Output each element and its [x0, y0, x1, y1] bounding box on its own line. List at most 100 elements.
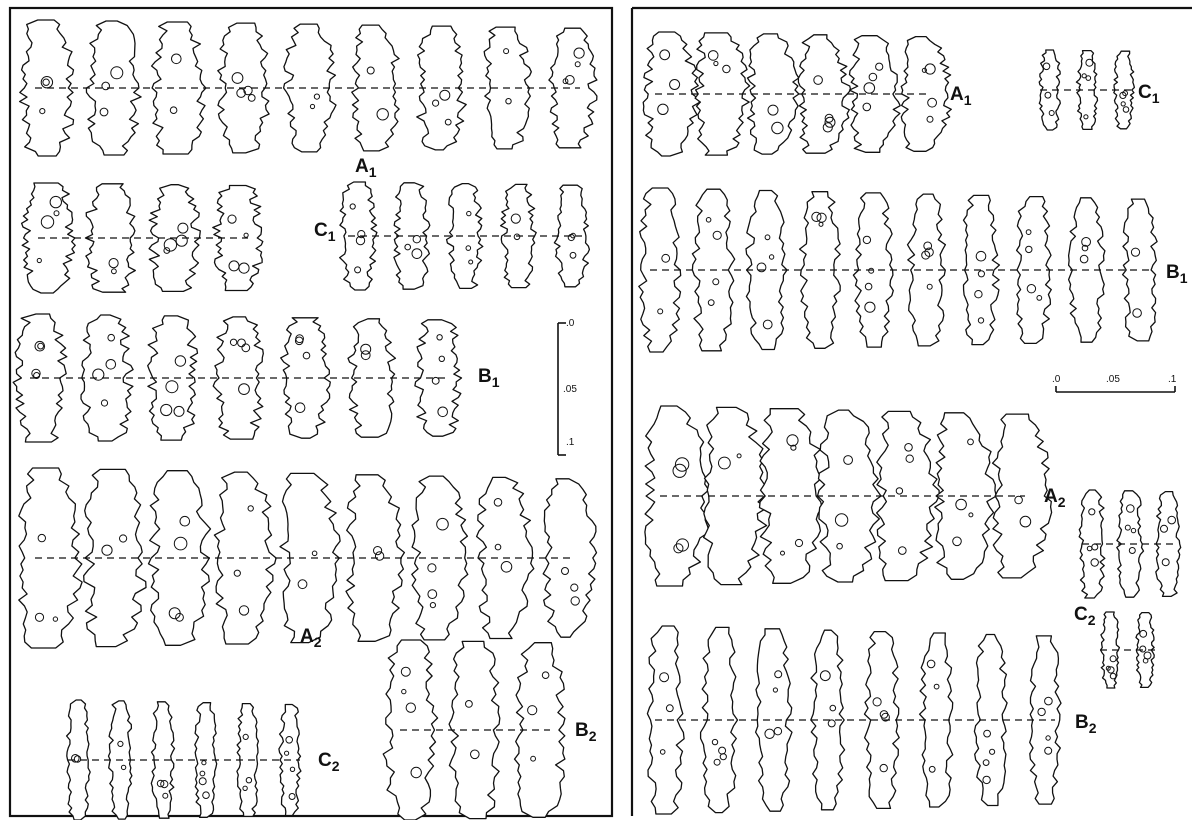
left-a1-row-sclerite-6-wart — [376, 108, 389, 121]
right-a2-row-sclerite-3-wart — [786, 434, 799, 447]
right-c1-row-sclerite-2-wart — [1083, 114, 1089, 120]
right-a1-row-sclerite-2-wart — [707, 50, 719, 61]
left-a2-row-sclerite-5-wart — [297, 579, 308, 590]
left-a2-row-sclerite-4-wart — [247, 505, 254, 512]
left-c2-row-sclerite-1-wart — [71, 754, 80, 763]
left-c1-row-sclerite-5-wart — [569, 251, 577, 259]
right-c2-row-sclerite-2-wart — [1124, 524, 1131, 531]
right-a2-row-sclerite-4 — [816, 409, 882, 583]
left-b1-row-sclerite-1-wart — [34, 340, 46, 352]
right-a1-row-sclerite-1-wart — [669, 79, 681, 90]
right-a1-row-sclerite-2-wart — [713, 60, 719, 67]
right-b2-row-sclerite-6-wart — [928, 765, 936, 773]
left-c2-row-sclerite-6-wart — [288, 793, 296, 800]
right-b2-row-sclerite-6-wart — [926, 659, 936, 669]
left-scale-tick-label-2: .1 — [566, 437, 575, 448]
right-b1-row-sclerite-5-wart — [868, 267, 875, 274]
right-a2-row-sclerite-4-wart — [834, 513, 849, 527]
right-a1-row-sclerite-6-wart — [921, 67, 928, 73]
left-a1-continued-row-sclerite-4-wart — [243, 232, 249, 238]
right-a2-row-sclerite-3-wart — [794, 538, 804, 548]
left-b1-row-sclerite-5-wart — [302, 351, 311, 360]
right-a1-row-sclerite-4-wart — [822, 122, 833, 133]
right-b1-row-sclerite-8-wart — [1026, 284, 1037, 294]
left-c2-row-sclerite-3-wart — [160, 780, 169, 789]
right-scale-tick-label-2: .1 — [1168, 374, 1177, 385]
left-a1-row-sclerite-8-wart — [505, 98, 512, 105]
right-b2-row-sclerite-7-wart — [989, 748, 996, 755]
right-c2-lower-row-sclerite-1 — [1099, 611, 1121, 689]
right-c2-row-sclerite-2-wart — [1126, 504, 1135, 513]
left-a2-row-sclerite-7-wart — [429, 602, 436, 609]
left-c2-row-sclerite-5-wart — [245, 777, 253, 784]
left-c2-row-sclerite-2-wart — [120, 764, 127, 771]
right-b1-row-sclerite-1-wart — [657, 308, 664, 315]
right-b2-row-sclerite-3-wart — [764, 728, 775, 739]
left-c1-row-sclerite-2-wart — [411, 248, 423, 260]
right-b1-row-sclerite-3-wart — [764, 234, 771, 241]
left-b1-row-sclerite-3-wart — [173, 405, 185, 417]
right-a1-row-sclerite-5-wart — [862, 102, 872, 112]
right-a2-row-sclerite-2-wart — [718, 456, 731, 470]
left-a1-row-sclerite-5-wart — [313, 93, 320, 100]
left-a1-row-sclerite-2-wart — [99, 107, 109, 117]
left-a2-row-sclerite-4-wart — [238, 605, 250, 616]
right-scale-bar: .0 .05 .1 — [1052, 374, 1177, 393]
left-a2-row-sclerite-8-wart — [493, 498, 503, 507]
right-b1-row-sclerite-8-wart — [1025, 229, 1032, 236]
left-b1-row-sclerite-3-wart — [160, 403, 173, 417]
left-a2-row-sclerite-3-wart — [175, 612, 184, 622]
right-a2-row-sclerite-6-wart — [955, 498, 967, 511]
left-a2-row-sclerite-1-wart — [52, 616, 59, 622]
left-c2-row-sclerite-5-wart — [242, 733, 249, 741]
right-b1-row-sclerite-6-wart — [926, 283, 933, 290]
left-a1-continued-row-sclerite-3-wart — [163, 247, 171, 254]
left-b2-row-sclerite-2-wart — [470, 749, 480, 760]
left-panel-frame — [8, 6, 614, 818]
right-c2-row-sclerite-3-wart — [1160, 524, 1168, 533]
right-b2-row-sclerite-1 — [646, 625, 685, 815]
right-b2-row-sclerite-2-wart — [711, 738, 719, 746]
left-a1-row-sclerite-7-wart — [444, 118, 452, 126]
right-c1-row-sclerite-2-wart — [1081, 73, 1087, 79]
left-a2-row-sclerite-7-wart — [427, 589, 438, 599]
right-b1-row-sclerite-3-wart — [756, 262, 767, 273]
left-a2-row-sclerite-1-wart — [37, 533, 46, 543]
right-b1-row-sclerite-7-wart — [974, 290, 983, 299]
left-scale-bar: .0 .05 .1 — [557, 318, 577, 456]
left-a1-row-sclerite-4-wart — [231, 72, 244, 84]
left-a1-row-sclerite-6-wart — [366, 66, 375, 75]
right-b2-row-sclerite-7-wart — [982, 775, 991, 785]
left-c2-row-sclerite-2-wart — [117, 740, 124, 748]
left-b1-row-sclerite-3-wart — [165, 380, 179, 394]
left-a1-row-sclerite-3 — [150, 21, 207, 155]
right-a1-row-sclerite-6-wart — [926, 115, 934, 123]
right-c2-lower-row-sclerite-1-wart — [1105, 665, 1111, 671]
right-c1-row-sclerite-1 — [1038, 49, 1061, 131]
right-b1-row-sclerite-9-wart — [1079, 254, 1089, 264]
right-c2-lower-row-sclerite-2-wart — [1139, 645, 1147, 653]
left-a2-row-sclerite-9-wart — [561, 567, 569, 575]
right-a2-row-sclerite-7-wart — [1019, 515, 1032, 528]
left-a1-row-sclerite-5-wart — [309, 103, 316, 110]
right-a1-row-sclerite-3-wart — [771, 121, 784, 135]
right-c2-lower-row-sclerite-2-wart — [1139, 629, 1148, 638]
left-a2-row-sclerite-6-wart — [373, 546, 383, 556]
left-a1-row-sclerite-9-wart — [573, 47, 585, 59]
left-a1-continued-row-sclerite-1-wart — [49, 195, 62, 209]
right-b2-row-sclerite-5-wart — [881, 712, 890, 722]
right-c2-row-sclerite-1-wart — [1090, 558, 1099, 567]
right-b2-row-sclerite-6-wart — [933, 683, 940, 690]
left-c1-label: C1 — [314, 220, 336, 244]
left-a1-continued-row-sclerite-1-wart — [40, 215, 55, 229]
left-b1-row-sclerite-2-wart — [107, 333, 115, 342]
right-c2-row-sclerite-1-wart — [1088, 508, 1096, 516]
left-b1-row-sclerite-5 — [280, 317, 331, 439]
left-a1-continued-row-sclerite-3-wart — [163, 238, 178, 252]
left-b2-row-sclerite-1-wart — [405, 702, 416, 713]
left-b1-row-sclerite-4-wart — [238, 383, 250, 396]
right-b1-label: B1 — [1166, 262, 1188, 286]
right-c1-row-sclerite-3-wart — [1122, 106, 1130, 113]
left-b1-row-sclerite-7-wart — [431, 376, 440, 385]
left-b2-row-sclerite-1-wart — [410, 766, 422, 779]
